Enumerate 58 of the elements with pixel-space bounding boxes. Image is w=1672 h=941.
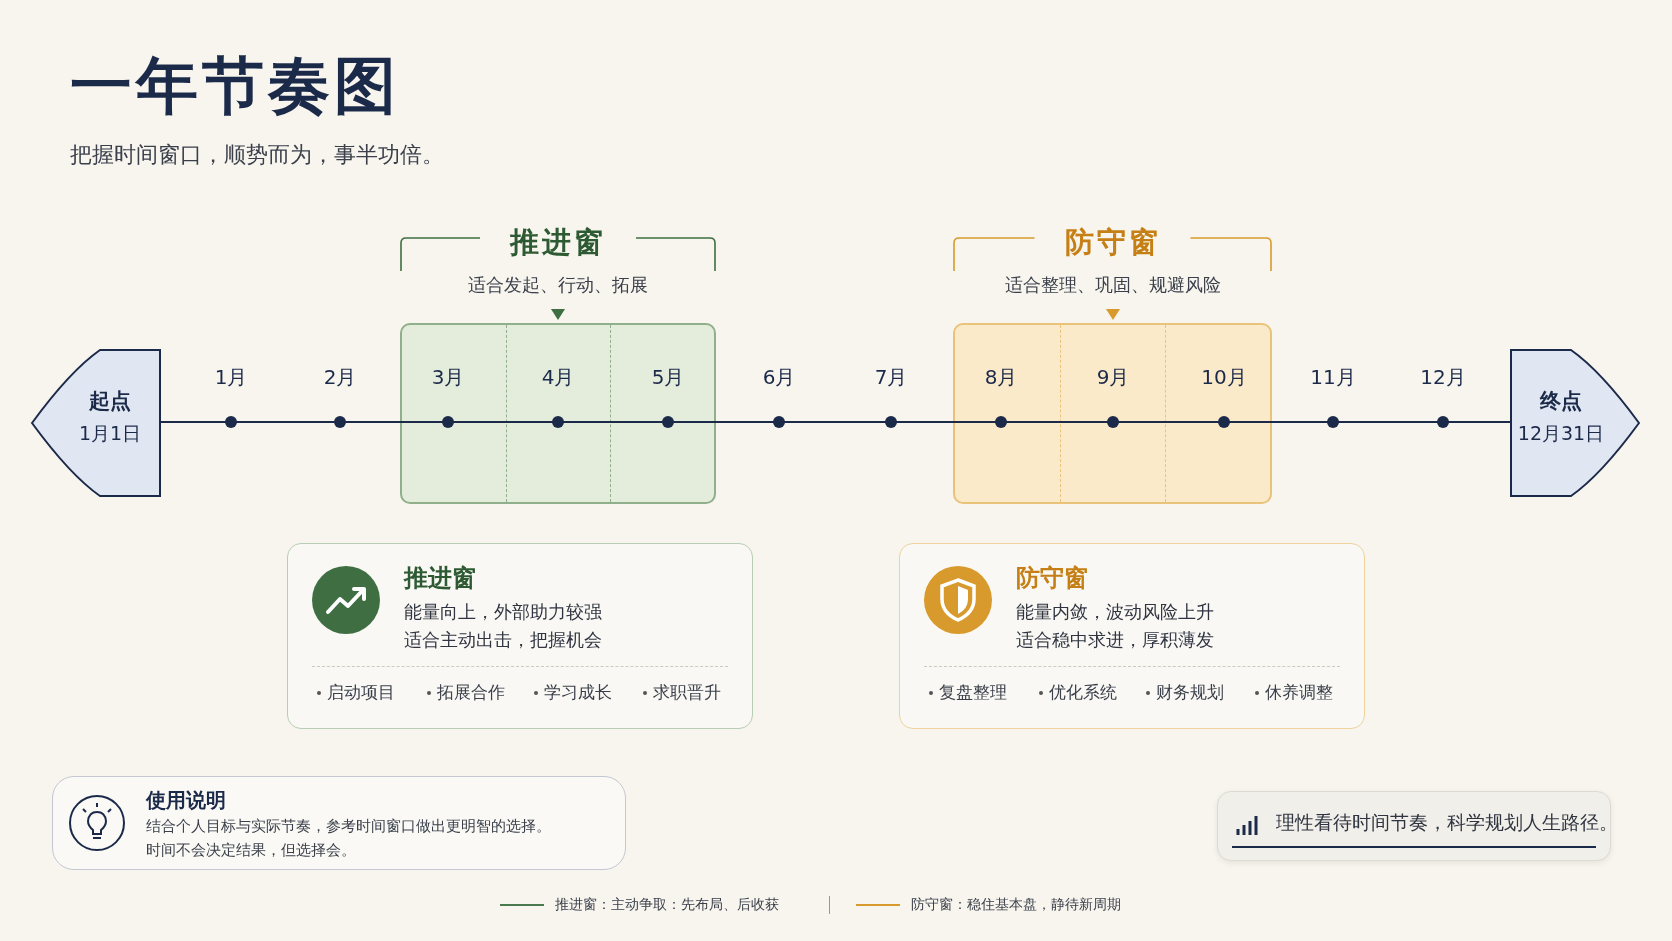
note-card [1217,791,1611,861]
marker-date: 12月31日 [1517,421,1605,446]
subtitle: 把握时间窗口，顺势而为，事半功倍。 [70,141,444,169]
window-title: 防守窗 [1064,224,1161,261]
info-card [287,543,753,729]
month-label: 8月 [984,364,1018,391]
month-label: 1月 [214,364,248,391]
window-title: 推进窗 [510,224,606,261]
bullet-item: 休养调整 [1265,681,1333,704]
timeline-segment [361,421,427,423]
card-title: 防守窗 [1016,562,1088,594]
month-label: 12月 [1420,364,1466,391]
bullet-item: 复盘整理 [939,681,1007,704]
bullet-item: 求职晋升 [653,681,721,704]
bullet-item: 财务规划 [1156,681,1224,704]
panel-text: 时间不会决定结果，但选择会。 [146,841,356,860]
card-text: 能量内敛，波动风险上升 [1016,600,1214,624]
info-panel [52,776,626,870]
timeline-segment [1354,421,1422,423]
month-label: 11月 [1310,364,1356,391]
card-text: 适合稳中求进，厚积薄发 [1016,628,1214,652]
month-label: 9月 [1096,364,1130,391]
timeline-segment [800,421,870,423]
bullet-item: 启动项目 [327,681,395,704]
timeline-segment [1022,421,1092,423]
card-text: 适合主动出击，把握机会 [404,628,602,652]
timeline-segment [469,421,537,423]
marker-title: 起点 [89,388,131,415]
timeline-segment [912,421,980,423]
month-label: 6月 [762,364,796,391]
marker-title: 终点 [1540,388,1582,415]
card-text: 能量向上，外部助力较强 [404,600,602,624]
bullet-item: 学习成长 [544,681,612,704]
window-subtitle: 适合整理、巩固、规避风险 [1004,273,1221,297]
note-text: 理性看待时间节奏，科学规划人生路径。 [1276,810,1618,835]
marker-date: 1月1日 [78,421,142,446]
month-label: 7月 [874,364,908,391]
timeline-segment [1464,421,1512,423]
window-subtitle: 适合发起、行动、拓展 [468,273,648,297]
bullet-item: 优化系统 [1049,681,1117,704]
month-label: 3月 [431,364,465,391]
panel-title: 使用说明 [146,787,226,814]
legend-text: 防守窗：稳住基本盘，静待新周期 [911,896,1121,914]
month-label: 4月 [541,364,575,391]
month-label: 2月 [323,364,357,391]
timeline-segment [689,421,758,423]
title: 一年节奏图 [70,48,400,124]
info-card [899,543,1365,729]
legend-text: 推进窗：主动争取：先布局、后收获 [555,896,779,914]
month-label: 10月 [1201,364,1247,391]
timeline-segment [252,421,319,423]
timeline-segment [1134,421,1203,423]
panel-text: 结合个人目标与实际节奏，参考时间窗口做出更明智的选择。 [146,817,551,836]
card-title: 推进窗 [404,562,476,594]
timeline-segment [579,421,647,423]
timeline-segment [1245,421,1312,423]
month-label: 5月 [651,364,685,391]
bullet-item: 拓展合作 [437,681,505,704]
